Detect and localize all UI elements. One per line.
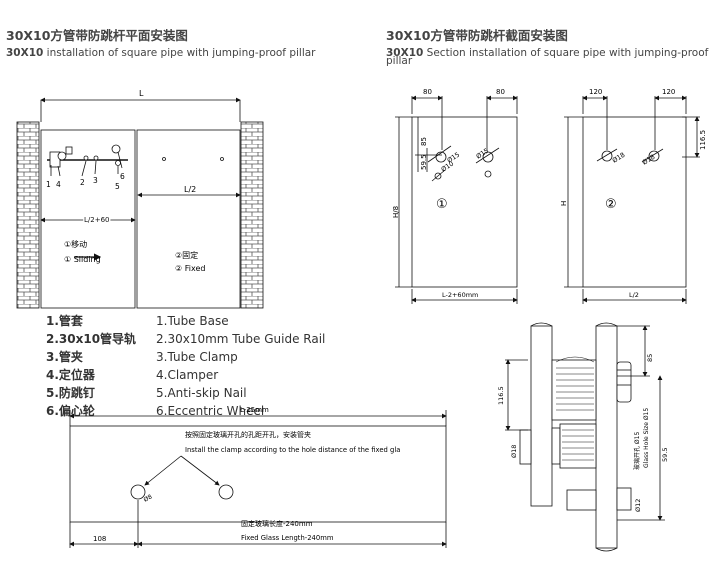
part-number: 4 <box>56 180 61 189</box>
right-heading-en-bold: 30X10 <box>386 47 424 59</box>
left-heading-en: 30X10 installation of square pipe with j… <box>6 41 316 60</box>
right-brick-wall <box>240 121 264 309</box>
part-number: 5 <box>115 182 120 191</box>
right-heading-en: 30X10 Section installation of square pip… <box>386 41 708 60</box>
s1-width: L-2+60mm <box>442 291 478 299</box>
s2-height: H <box>560 201 568 206</box>
glass-note-cn: 按照固定玻璃开孔的孔距开孔，安装管夹 <box>185 430 311 439</box>
dim-L25: L-25mm <box>240 406 269 414</box>
detail-glass-right <box>595 325 618 549</box>
legend-cn: 1.管套 2.30x10管导轨 3.管夹 4.定位器 5.防跳钉 6.偏心轮 <box>46 312 136 420</box>
s2-dim-b: 120 <box>662 88 675 96</box>
detail-phi12: Ø12 <box>634 499 642 512</box>
section-2-panel <box>582 116 687 288</box>
glass-drawing <box>69 410 447 548</box>
legend-cn-item: 3.管夹 <box>46 350 83 364</box>
sliding-cn: ①移动 <box>64 239 87 249</box>
right-heading-cn: 30X10方管带防跳杆截面安装图 <box>386 28 568 43</box>
left-brick-wall <box>16 121 40 309</box>
section-1-panel <box>411 116 518 288</box>
part-number: 2 <box>80 178 85 187</box>
s1-dim-b: 80 <box>496 88 505 96</box>
legend-en-item: 2.30x10mm Tube Guide Rail <box>156 332 326 346</box>
dim-L: L <box>139 89 144 98</box>
left-heading-en-text: installation of square pipe with jumping… <box>43 47 316 59</box>
glass-note-en: Install the clamp according to the hole … <box>185 446 400 454</box>
s2-dim-a: 120 <box>589 88 602 96</box>
detail-hole-en: Glass Hole Size Ø15 <box>643 408 650 468</box>
detail-d1165: 116.5 <box>497 386 505 405</box>
glass-len-cn: 固定玻璃长度-240mm <box>241 519 313 528</box>
detail-d85: 85 <box>646 354 654 362</box>
s1-height: H/8 <box>392 206 400 218</box>
legend-cn-item: 1.管套 <box>46 314 83 328</box>
dim-L-half: L/2 <box>184 185 196 194</box>
s2-d1165: 116.5 <box>699 130 707 150</box>
detail-d595: 59.5 <box>661 448 669 462</box>
fixed-en: ② Fixed <box>175 264 205 273</box>
glass-len-en: Fixed Glass Length-240mm <box>241 534 334 542</box>
detail-drawing <box>505 322 665 552</box>
s1-d85: 85 <box>420 137 428 146</box>
s1-circle: ① <box>436 197 448 212</box>
part-number: 6 <box>120 172 125 181</box>
right-heading-en-text: Section installation of square pipe with… <box>423 47 709 59</box>
legend-cn-item: 4.定位器 <box>46 368 95 382</box>
s1-dim-a: 80 <box>423 88 432 96</box>
left-heading-cn: 30X10方管带防跳杆平面安装图 <box>6 28 188 43</box>
sliding-en: ① Sliding <box>64 255 101 264</box>
part-number: 3 <box>93 176 98 185</box>
detail-phi18: Ø18 <box>510 445 518 458</box>
s1-d595: 59.5 <box>420 154 428 170</box>
left-heading-en-bold: 30X10 <box>6 47 44 59</box>
fixed-glass-panel <box>69 425 447 523</box>
dim-L-half-60: L/2+60 <box>84 216 109 224</box>
legend-cn-item: 2.30x10管导轨 <box>46 332 137 346</box>
s2-phi18a: Ø18 <box>611 151 627 165</box>
part-number: 1 <box>46 180 51 189</box>
plan-view <box>16 97 264 309</box>
section-1 <box>395 95 518 304</box>
legend-en-item: 4.Clamper <box>156 368 219 382</box>
legend-en-item: 5.Anti-skip Nail <box>156 386 247 400</box>
legend-en-item: 3.Tube Clamp <box>156 350 238 364</box>
glass-d108: 108 <box>93 535 106 543</box>
glass-hole <box>218 484 234 500</box>
fixed-cn: ②固定 <box>175 250 198 260</box>
glass-phi8: Ø8 <box>143 493 154 503</box>
eccentric-wheel <box>111 144 121 154</box>
legend-cn-item: 5.防跳钉 <box>46 386 95 400</box>
glass-hole <box>130 484 146 500</box>
detail-glass-left <box>530 325 553 507</box>
s2-width: L/2 <box>629 291 639 299</box>
legend-en: 1.Tube Base 2.30x10mm Tube Guide Rail 3.… <box>156 312 325 420</box>
right-heading-en-line2: pillar <box>386 55 413 67</box>
s2-circle: ② <box>605 197 617 212</box>
fixed-panel <box>136 129 241 309</box>
detail-hole-cn: 玻璃开孔 Ø15 <box>633 432 641 470</box>
section-2 <box>564 95 700 304</box>
legend-en-item: 1.Tube Base <box>156 314 229 328</box>
